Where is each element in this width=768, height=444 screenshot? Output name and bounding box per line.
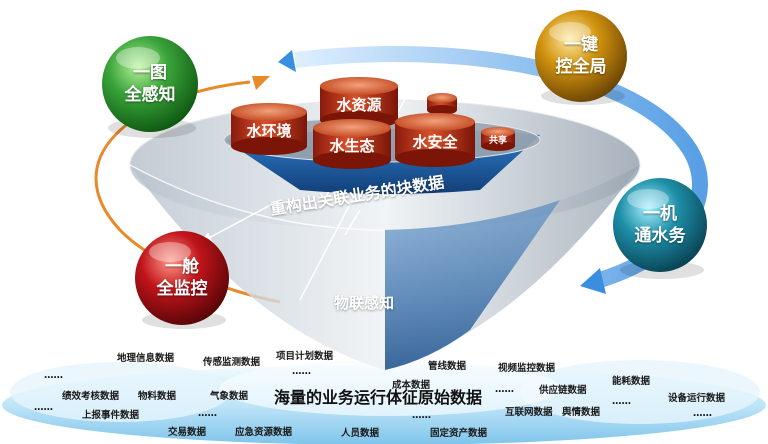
sphere-red <box>135 231 229 329</box>
data-item: 气象数据 <box>210 391 249 402</box>
drum-share <box>481 127 515 151</box>
sphere-orange-line2: 控全局 <box>555 57 607 77</box>
data-item-ellipsis: …… <box>292 366 311 377</box>
data-item: 应急资源数据 <box>235 427 293 438</box>
data-item: 地理信息数据 <box>117 353 175 364</box>
data-item: 能耗数据 <box>612 376 651 387</box>
iot-label: 物联感知 <box>334 294 395 312</box>
drum-water-safe-label: 水安全 <box>412 133 458 151</box>
drum-water-env-label: 水环境 <box>246 122 292 140</box>
data-item: 物料数据 <box>138 391 177 402</box>
sphere-teal <box>613 178 707 279</box>
drum-water-res-label: 水资源 <box>336 96 382 114</box>
data-item-ellipsis: …… <box>495 384 514 395</box>
drum-water-eco <box>313 119 391 169</box>
data-item-ellipsis: …… <box>34 402 53 413</box>
sphere-red-line2: 全监控 <box>156 279 208 299</box>
sphere-red-label: 一舱 全监控 <box>142 256 222 300</box>
sphere-orange <box>535 10 627 105</box>
data-item: 人员数据 <box>341 428 380 439</box>
data-item: 固定资产数据 <box>430 428 488 439</box>
data-item: 成本数据 <box>392 380 431 391</box>
data-item: 视频监控数据 <box>498 363 556 374</box>
sphere-orange-line1: 一键 <box>564 35 598 55</box>
drum-water-eco-label: 水生态 <box>329 137 375 155</box>
sphere-green-line1: 一图 <box>133 63 167 83</box>
sphere-green-line2: 全感知 <box>124 85 176 105</box>
sphere-teal-line1: 一机 <box>643 204 677 224</box>
data-item: 互联网数据 <box>505 407 553 418</box>
data-item: 设备运行数据 <box>668 393 726 404</box>
cloud-title: 海量的业务运行体征原始数据 <box>274 388 483 407</box>
drum-water-safe <box>395 113 475 167</box>
sphere-red-line1: 一舱 <box>165 257 199 277</box>
data-item: 项目计划数据 <box>276 351 334 362</box>
data-item-ellipsis: …… <box>412 410 431 421</box>
data-item: 上报事件数据 <box>82 410 140 421</box>
data-item: 绩效考核数据 <box>62 391 120 402</box>
drum-small <box>427 93 457 115</box>
data-item: 舆情数据 <box>562 407 601 418</box>
drum-water-env <box>231 103 307 155</box>
sphere-green <box>102 36 198 138</box>
data-item-ellipsis: …… <box>612 396 631 407</box>
data-item: 交易数据 <box>168 427 207 438</box>
data-cloud <box>2 360 766 444</box>
data-item: 供应链数据 <box>539 385 587 396</box>
sphere-green-label: 一图 全感知 <box>110 62 190 106</box>
data-item: 管线数据 <box>428 361 467 372</box>
data-item-ellipsis: …… <box>44 370 63 381</box>
data-item-ellipsis: …… <box>693 408 712 419</box>
sphere-teal-line2: 通水务 <box>634 226 686 246</box>
drum-share-label: 共享 <box>488 136 507 146</box>
data-item: 传感监测数据 <box>203 357 261 368</box>
sphere-orange-label: 一键 控全局 <box>541 34 621 78</box>
sphere-teal-label: 一机 通水务 <box>620 203 700 247</box>
data-item-ellipsis: …… <box>198 408 217 419</box>
